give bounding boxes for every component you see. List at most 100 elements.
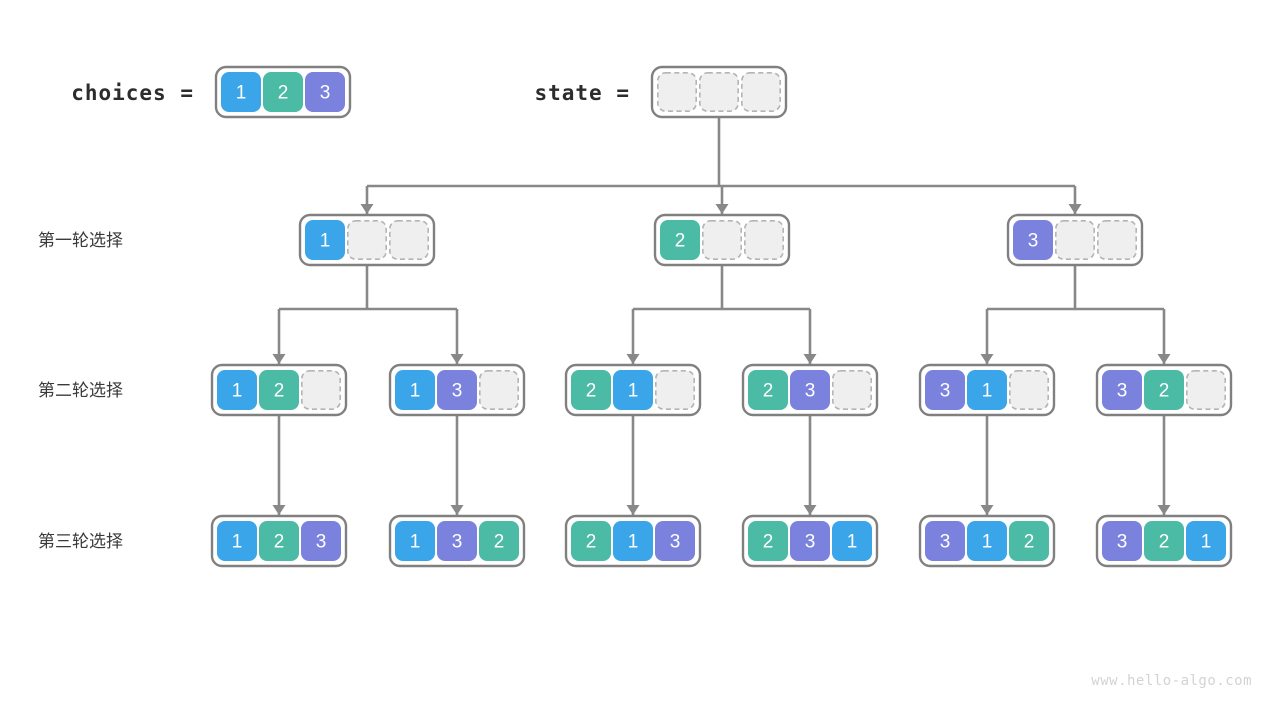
value-cell-3 xyxy=(301,521,341,561)
value-cell-3 xyxy=(437,521,477,561)
cell-value: 3 xyxy=(1117,381,1128,402)
value-cell-2 xyxy=(259,370,299,410)
value-cell-2 xyxy=(748,370,788,410)
cell-value: 2 xyxy=(1024,532,1035,553)
cell-value: 2 xyxy=(586,532,597,553)
cell-value: 3 xyxy=(452,532,463,553)
arrowhead xyxy=(1157,354,1171,364)
value-cell-3 xyxy=(437,370,477,410)
arrowhead xyxy=(626,354,640,364)
value-cell-2 xyxy=(1144,521,1184,561)
level1-node-1: 1 xyxy=(298,213,436,267)
state-label: state = xyxy=(534,81,630,105)
row-label-2: 第二轮选择 xyxy=(38,381,123,401)
cell-value: 3 xyxy=(940,381,951,402)
arrowhead xyxy=(1157,505,1171,515)
cell-value: 3 xyxy=(805,532,816,553)
arrowhead xyxy=(360,204,374,214)
arrowhead xyxy=(980,354,994,364)
empty-cell xyxy=(656,72,697,113)
value-cell-3 xyxy=(305,72,345,112)
empty-cell xyxy=(831,369,872,410)
empty-cell xyxy=(1097,220,1138,261)
empty-cell xyxy=(1008,369,1049,410)
empty-cell xyxy=(698,72,739,113)
value-cell-1 xyxy=(832,521,872,561)
value-cell-1 xyxy=(217,370,257,410)
value-cell-2 xyxy=(571,370,611,410)
cell-value: 1 xyxy=(982,532,993,553)
empty-cell xyxy=(701,220,742,261)
cell-value: 2 xyxy=(586,381,597,402)
value-cell-1 xyxy=(967,370,1007,410)
cell-value: 3 xyxy=(940,532,951,553)
cell-value: 1 xyxy=(1201,532,1212,553)
value-cell-3 xyxy=(925,370,965,410)
value-cell-1 xyxy=(217,521,257,561)
cell-value: 1 xyxy=(628,532,639,553)
level1-node-2: 2 xyxy=(653,213,791,267)
value-cell-1 xyxy=(613,370,653,410)
arrowhead xyxy=(980,505,994,515)
value-cell-1 xyxy=(395,521,435,561)
arrowhead xyxy=(803,354,817,364)
cell-value: 2 xyxy=(675,231,686,252)
value-cell-2 xyxy=(748,521,788,561)
cell-value: 1 xyxy=(320,231,331,252)
empty-cell xyxy=(346,220,387,261)
value-cell-1 xyxy=(613,521,653,561)
value-cell-2 xyxy=(660,220,700,260)
cell-value: 1 xyxy=(232,381,243,402)
cell-value: 1 xyxy=(236,83,247,104)
cell-value: 2 xyxy=(763,532,774,553)
choices-label: choices = xyxy=(71,81,194,105)
empty-cell xyxy=(1055,220,1096,261)
cell-value: 2 xyxy=(278,83,289,104)
empty-cell xyxy=(740,72,781,113)
cell-value: 2 xyxy=(494,532,505,553)
value-cell-3 xyxy=(1102,370,1142,410)
cell-value: 1 xyxy=(628,381,639,402)
value-cell-3 xyxy=(790,370,830,410)
cell-value: 2 xyxy=(274,532,285,553)
arrowhead xyxy=(272,354,286,364)
cell-value: 2 xyxy=(1159,381,1170,402)
value-cell-2 xyxy=(263,72,303,112)
cell-value: 3 xyxy=(320,83,331,104)
arrowhead xyxy=(715,204,729,214)
cell-value: 1 xyxy=(982,381,993,402)
value-cell-1 xyxy=(395,370,435,410)
value-cell-2 xyxy=(259,521,299,561)
value-cell-2 xyxy=(1009,521,1049,561)
cell-value: 3 xyxy=(670,532,681,553)
cell-value: 2 xyxy=(274,381,285,402)
empty-cell xyxy=(654,369,695,410)
arrowhead xyxy=(450,505,464,515)
choices-array: 1 2 3 xyxy=(214,65,352,119)
value-cell-2 xyxy=(479,521,519,561)
value-cell-3 xyxy=(1102,521,1142,561)
state-array xyxy=(650,65,788,119)
value-cell-3 xyxy=(790,521,830,561)
cell-value: 3 xyxy=(316,532,327,553)
value-cell-3 xyxy=(1013,220,1053,260)
watermark: www.hello-algo.com xyxy=(1091,673,1252,689)
cell-value: 1 xyxy=(232,532,243,553)
cell-value: 3 xyxy=(1028,231,1039,252)
value-cell-2 xyxy=(571,521,611,561)
value-cell-3 xyxy=(655,521,695,561)
value-cell-3 xyxy=(925,521,965,561)
level3-node-1: 1 2 3 xyxy=(210,514,348,568)
cell-value: 3 xyxy=(1117,532,1128,553)
empty-cell xyxy=(743,220,784,261)
